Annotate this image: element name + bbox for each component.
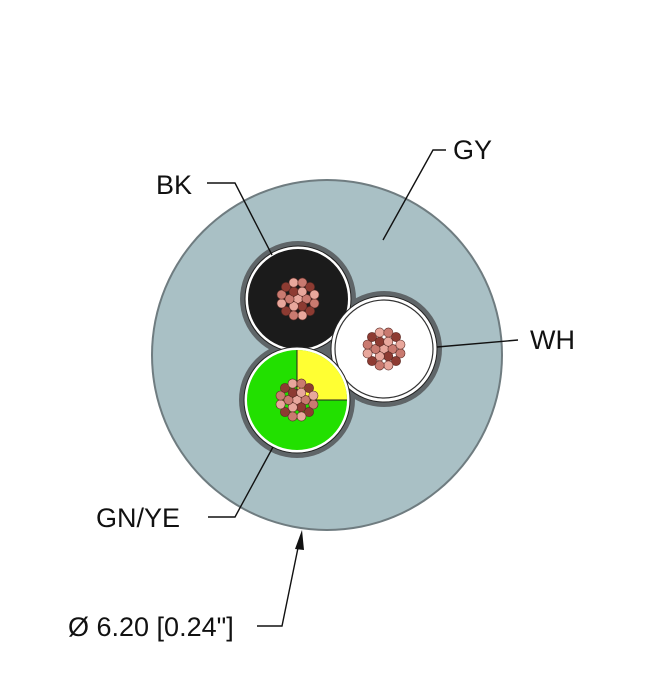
copper-strand — [308, 390, 319, 401]
copper-strand — [383, 327, 394, 338]
copper-strand — [280, 383, 290, 393]
copper-strand — [276, 298, 287, 309]
copper-strand — [391, 356, 401, 366]
copper-strand — [391, 332, 401, 342]
copper-strand — [387, 344, 398, 354]
conductor-green-yellow — [243, 346, 351, 454]
copper-strand — [275, 390, 286, 401]
copper-strand — [297, 277, 308, 288]
label-gy: GY — [453, 135, 492, 165]
copper-strand — [370, 344, 381, 354]
copper-strand — [283, 395, 294, 405]
copper-strand — [281, 282, 291, 292]
copper-strand — [367, 332, 377, 342]
copper-strand — [304, 383, 314, 393]
conductor-white — [330, 295, 438, 403]
label-diameter: Ø 6.20 [0.24"] — [68, 612, 234, 642]
copper-strand — [276, 289, 287, 300]
copper-strand — [395, 339, 406, 350]
copper-strand — [374, 327, 385, 338]
copper-strand — [300, 395, 311, 405]
leader-line-bk — [207, 182, 273, 256]
leader-line-wh — [436, 339, 519, 348]
copper-strand — [296, 411, 307, 422]
diameter-leader-line — [257, 542, 300, 627]
copper-strand — [374, 360, 385, 371]
conductor-black — [244, 245, 352, 353]
label-gn-ye: GN/YE — [96, 503, 180, 533]
copper-strand — [367, 356, 377, 366]
copper-strand — [304, 407, 314, 417]
copper-strand — [297, 310, 308, 321]
leader-line-gy — [382, 149, 446, 241]
copper-strand — [288, 277, 299, 288]
copper-strand — [284, 294, 295, 304]
copper-strand — [309, 289, 320, 300]
copper-strand — [275, 399, 286, 410]
copper-strand — [362, 348, 373, 359]
copper-strand — [287, 411, 298, 422]
copper-strand — [296, 378, 307, 389]
copper-strand — [383, 360, 394, 371]
copper-strand — [281, 306, 291, 316]
copper-strand — [362, 339, 373, 350]
copper-strand — [301, 294, 312, 304]
copper-strand — [287, 378, 298, 389]
label-bk: BK — [156, 170, 192, 200]
copper-strand — [288, 310, 299, 321]
copper-strand — [305, 282, 315, 292]
copper-strand — [305, 306, 315, 316]
leader-line-gnye — [208, 446, 274, 518]
copper-strand — [280, 407, 290, 417]
label-wh: WH — [530, 325, 575, 355]
diameter-arrowhead — [295, 530, 304, 550]
